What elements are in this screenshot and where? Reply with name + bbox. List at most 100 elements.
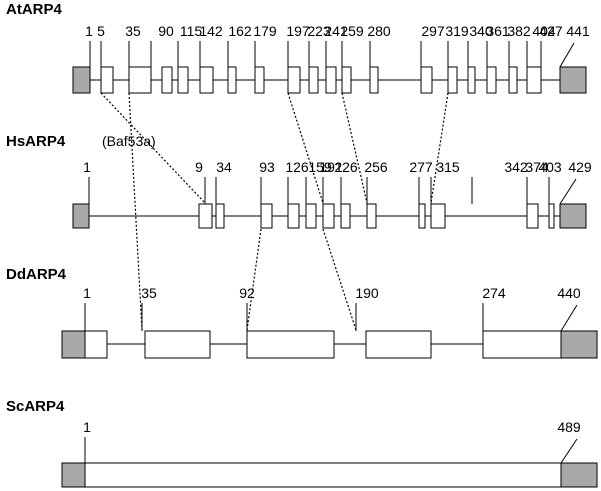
position-label: 256 xyxy=(364,159,388,175)
position-label: 404 xyxy=(532,23,556,39)
exon-box xyxy=(128,66,152,94)
position-label: 126 xyxy=(285,159,309,175)
position-label: 179 xyxy=(253,23,277,39)
exon-box xyxy=(198,203,213,229)
position-tick xyxy=(560,304,578,332)
position-label: 403 xyxy=(538,159,562,175)
exon-box xyxy=(365,330,432,359)
exon-box xyxy=(526,203,539,229)
position-label: 162 xyxy=(228,23,252,39)
exon-box xyxy=(199,66,214,94)
exon-box xyxy=(144,330,211,359)
position-label: 190 xyxy=(355,285,379,301)
position-tick xyxy=(559,42,575,68)
exon-box xyxy=(341,66,352,94)
position-label: 5 xyxy=(97,23,105,39)
position-label: 440 xyxy=(557,285,581,301)
exon-box xyxy=(308,66,319,94)
utr-5-box xyxy=(72,66,91,94)
exon-box xyxy=(486,66,497,94)
position-label: 241 xyxy=(324,23,348,39)
exon-box xyxy=(177,66,189,94)
position-label: 159 xyxy=(308,159,332,175)
position-tick xyxy=(559,178,577,205)
exon-box xyxy=(340,203,351,229)
position-label: 115 xyxy=(180,23,203,39)
position-label: 1 xyxy=(83,419,91,435)
homology-connector xyxy=(287,92,324,204)
exon-box xyxy=(215,203,225,229)
gene-track-scarp4: 1 489 xyxy=(61,419,598,488)
position-label: 1 xyxy=(85,23,93,39)
position-label: 259 xyxy=(340,23,364,39)
exon-box xyxy=(482,330,562,359)
position-label: 90 xyxy=(158,23,174,39)
exon-box xyxy=(227,66,237,94)
position-label: 297 xyxy=(421,23,445,39)
utr-3-box xyxy=(560,462,598,488)
utr-5-box xyxy=(61,462,86,488)
position-label: 382 xyxy=(507,23,531,39)
position-label: 9 xyxy=(195,159,203,175)
exon-box xyxy=(246,330,335,359)
gene-title-scarp4: ScARP4 xyxy=(6,398,65,415)
gene-title-hsarp4: HsARP4 xyxy=(6,133,66,150)
position-label: 280 xyxy=(367,23,391,39)
position-label: 1 xyxy=(83,285,91,301)
position-label: 427 xyxy=(539,23,563,39)
position-label: 34 xyxy=(216,159,232,175)
exon-box xyxy=(161,66,173,94)
exon-box xyxy=(369,66,379,94)
position-label: 142 xyxy=(199,23,223,39)
exon-box xyxy=(418,203,426,229)
position-label: 361 xyxy=(486,23,510,39)
exon-box xyxy=(287,66,301,94)
utr-5-box xyxy=(72,203,90,229)
gene-title-atarp4: AtARP4 xyxy=(6,1,62,18)
homology-connector xyxy=(128,92,143,331)
position-label: 429 xyxy=(568,159,592,175)
position-label: 277 xyxy=(409,159,433,175)
position-label: 223 xyxy=(307,23,331,39)
position-label: 35 xyxy=(125,23,141,39)
position-label: 35 xyxy=(141,285,157,301)
utr-3-box xyxy=(559,66,587,94)
exon-box xyxy=(430,203,446,229)
exon-box xyxy=(447,66,458,94)
position-label: 489 xyxy=(557,419,581,435)
utr-5-box xyxy=(61,330,86,359)
homology-connector xyxy=(430,92,449,204)
exon-box xyxy=(526,66,542,94)
homology-connector xyxy=(341,92,368,204)
position-label: 315 xyxy=(436,159,460,175)
homology-connector xyxy=(100,92,206,204)
position-tick xyxy=(560,438,578,464)
homology-connector xyxy=(246,228,262,331)
position-label: 340 xyxy=(469,23,493,39)
gene-title-ddarp4: DdARP4 xyxy=(6,266,67,283)
position-label: 342 xyxy=(504,159,528,175)
homology-connector xyxy=(322,228,357,331)
position-label: 274 xyxy=(482,285,506,301)
utr-3-box xyxy=(560,330,598,359)
exon-box xyxy=(84,330,108,359)
gene-subtitle-hsarp4: (Baf53a) xyxy=(102,133,156,149)
position-label: 93 xyxy=(259,159,275,175)
exon-box xyxy=(508,66,518,94)
homology-connectors xyxy=(100,92,449,331)
exon-box xyxy=(467,66,476,94)
exon-box xyxy=(366,203,377,229)
position-label: 374 xyxy=(525,159,549,175)
position-label: 226 xyxy=(334,159,358,175)
exon-box xyxy=(100,66,114,94)
exon-box xyxy=(322,203,335,229)
exon-box xyxy=(305,203,317,229)
exon-box xyxy=(260,203,273,229)
utr-3-box xyxy=(559,203,587,229)
position-label: 319 xyxy=(445,23,469,39)
exon-box xyxy=(84,462,562,488)
